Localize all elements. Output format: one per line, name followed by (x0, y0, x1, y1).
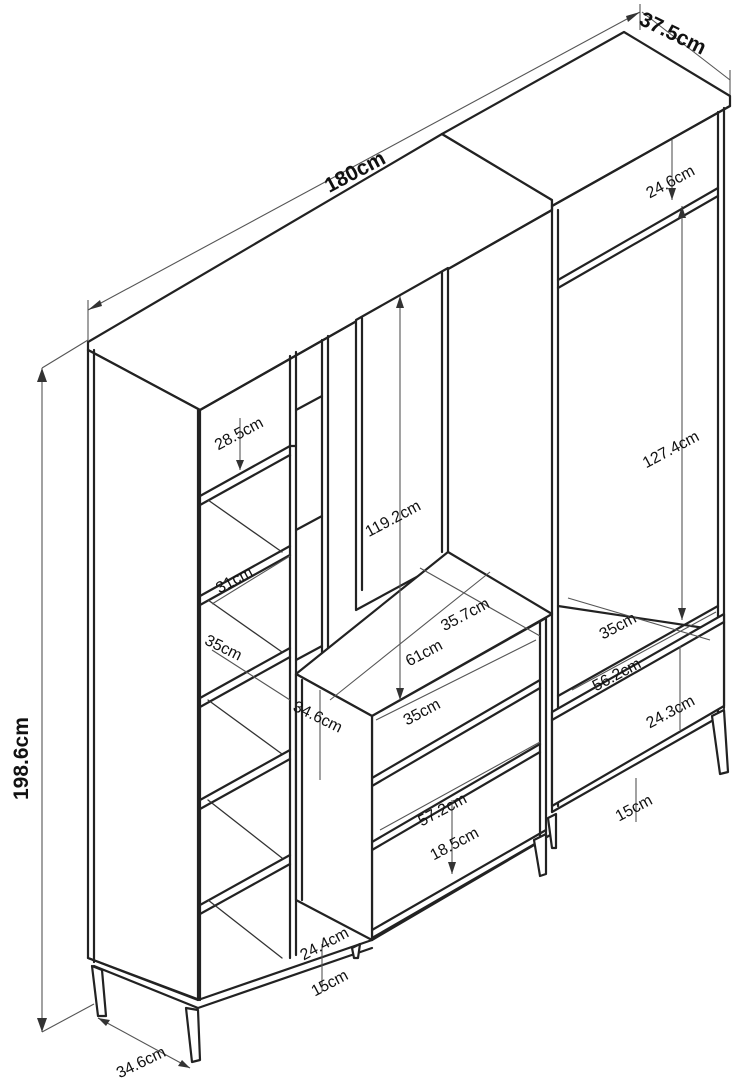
label-right-top-shelf: 24.6cm (644, 162, 698, 202)
left-side-panel (86, 348, 202, 1002)
wardrobe-body (86, 30, 732, 1010)
overall-dimension-lines (37, 4, 731, 1069)
middle-back-panel (354, 266, 450, 612)
leg-front-middle (184, 1006, 202, 1064)
label-right-hanging-height: 127.4cm (640, 428, 702, 472)
leg-front-left (90, 964, 108, 1018)
middle-drawer-cabinet (294, 550, 554, 942)
internal-dimension-lines (211, 140, 717, 992)
label-leg-height-left: 15cm (309, 967, 352, 1000)
label-left-shelf-3: 35cm (202, 632, 245, 664)
label-height-total: 198.6cm (10, 717, 33, 800)
plinth-middle (370, 832, 554, 940)
label-leg-height-right: 15cm (613, 792, 656, 825)
leg-right-front (546, 812, 558, 850)
leg-right-back (710, 708, 730, 776)
label-left-shelf-top: 28.5cm (212, 414, 266, 454)
right-module (550, 106, 726, 814)
leg-middle (350, 942, 362, 960)
width-dimension-line (87, 11, 641, 311)
plinth-left (86, 938, 374, 1002)
leg-middle-right (532, 832, 548, 878)
base-depth-dimension-line (97, 1017, 191, 1069)
left-shelves (198, 444, 298, 959)
label-left-shelf-2: 31cm (213, 564, 256, 597)
depth-dimension-line (641, 11, 731, 81)
legs (90, 708, 730, 1064)
label-base-depth: 34.6cm (114, 1044, 169, 1079)
